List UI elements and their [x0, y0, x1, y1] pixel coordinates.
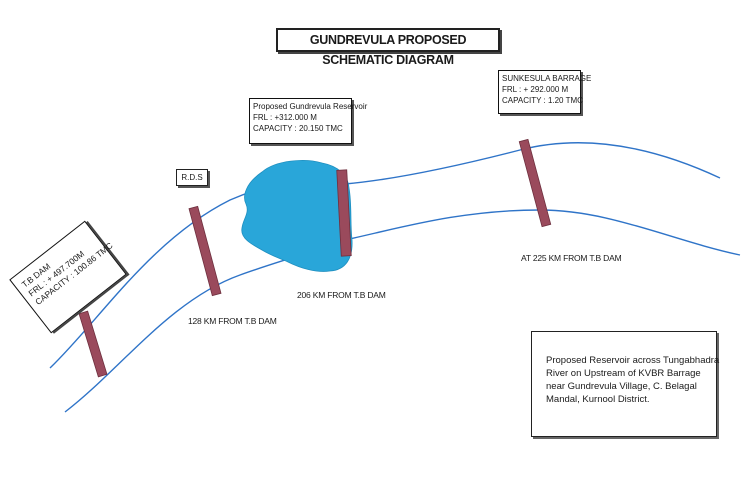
location-note-box: Proposed Reservoir across Tungabhadra Ri…	[531, 331, 720, 437]
note-line: River on Upstream of KVBR Barrage	[546, 368, 701, 379]
barrage-info-box: SUNKESULA BARRAGE FRL : + 292.000 M CAPA…	[498, 70, 592, 114]
reservoir-water	[241, 160, 353, 272]
distance-label-reservoir: 206 KM FROM T.B DAM	[297, 290, 386, 300]
reservoir-info-box: Proposed Gundrevula Reservoir FRL : +312…	[249, 98, 368, 144]
rds-label-box: R.D.S	[176, 169, 208, 186]
barrage-frl: FRL : + 292.000 M	[502, 85, 569, 94]
barrage-capacity: CAPACITY : 1.20 TMC	[502, 96, 583, 105]
reservoir-capacity: CAPACITY : 20.150 TMC	[253, 124, 343, 133]
note-line: Mandal, Kurnool District.	[546, 394, 650, 405]
dam-reservoir	[336, 169, 352, 257]
distance-label-rds: 128 KM FROM T.B DAM	[188, 316, 277, 326]
dam-barrage	[518, 138, 552, 228]
dam-tb	[78, 310, 108, 378]
diagram-title: GUNDREVULA PROPOSED SCHEMATIC DIAGRAM	[276, 28, 500, 67]
reservoir-frl: FRL : +312.000 M	[253, 113, 317, 122]
dam-rds	[188, 205, 222, 297]
note-line: near Gundrevula Village, C. Belagal	[546, 381, 697, 392]
distance-label-barrage: AT 225 KM FROM T.B DAM	[521, 253, 622, 263]
note-line: Proposed Reservoir across Tungabhadra	[546, 355, 720, 366]
barrage-name: SUNKESULA BARRAGE	[502, 74, 592, 83]
reservoir-name: Proposed Gundrevula Reservoir	[253, 102, 368, 111]
